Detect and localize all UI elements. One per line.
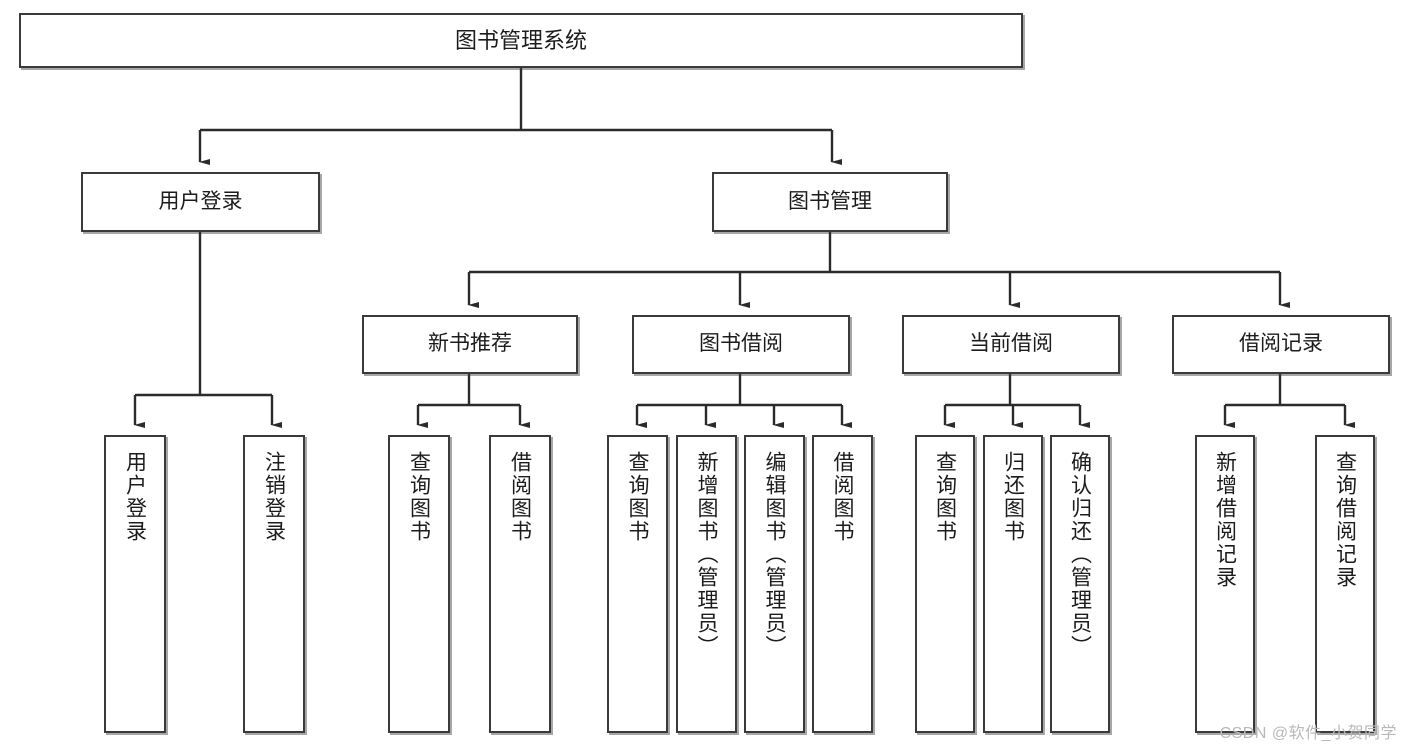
node-label: 确认归还（管理员） <box>1068 451 1092 658</box>
node-label: 新增图书（管理员） <box>695 451 718 658</box>
node-label: 用户登录 <box>123 451 147 543</box>
node-borrow-record[interactable]: 借阅记录 <box>1172 315 1390 374</box>
leaf-user-login[interactable]: 用户登录 <box>104 435 166 733</box>
node-label: 当前借阅 <box>969 332 1053 356</box>
node-label: 借阅图书 <box>831 451 854 543</box>
node-label: 借阅记录 <box>1239 332 1323 356</box>
node-label: 注销登录 <box>262 451 286 543</box>
node-label: 查询图书 <box>407 451 431 543</box>
node-label: 查询借阅记录 <box>1333 451 1357 589</box>
leaf-query-book-newbook[interactable]: 查询图书 <box>388 435 450 733</box>
leaf-query-book-current[interactable]: 查询图书 <box>915 435 975 733</box>
leaf-confirm-return-admin[interactable]: 确认归还（管理员） <box>1050 435 1110 733</box>
node-label: 新增借阅记录 <box>1213 451 1237 589</box>
leaf-edit-book-admin[interactable]: 编辑图书（管理员） <box>744 435 805 733</box>
node-current-borrow[interactable]: 当前借阅 <box>902 315 1120 374</box>
leaf-query-book-borrow[interactable]: 查询图书 <box>607 435 668 733</box>
leaf-add-book-admin[interactable]: 新增图书（管理员） <box>676 435 737 733</box>
leaf-borrow-book[interactable]: 借阅图书 <box>812 435 873 733</box>
node-label: 用户登录 <box>158 189 243 213</box>
node-label: 图书管理系统 <box>454 27 587 53</box>
node-label: 编辑图书（管理员） <box>763 451 786 658</box>
node-label: 新书推荐 <box>428 332 512 356</box>
node-new-book-recommend[interactable]: 新书推荐 <box>362 315 578 374</box>
node-label: 借阅图书 <box>508 451 532 543</box>
node-label: 图书借阅 <box>699 332 783 356</box>
leaf-return-book[interactable]: 归还图书 <box>983 435 1043 733</box>
node-label: 查询图书 <box>933 451 957 543</box>
node-label: 图书管理 <box>788 189 872 213</box>
node-book-management-system[interactable]: 图书管理系统 <box>19 13 1023 68</box>
node-user-login[interactable]: 用户登录 <box>81 172 320 232</box>
leaf-add-borrow-record[interactable]: 新增借阅记录 <box>1195 435 1255 733</box>
leaf-logout[interactable]: 注销登录 <box>243 435 305 733</box>
leaf-query-borrow-record[interactable]: 查询借阅记录 <box>1315 435 1375 733</box>
csdn-watermark: CSDN @软件_小贺同学 <box>1219 725 1397 742</box>
node-label: 归还图书 <box>1001 451 1025 543</box>
node-book-borrow[interactable]: 图书借阅 <box>632 315 850 374</box>
leaf-borrow-book-newbook[interactable]: 借阅图书 <box>489 435 551 733</box>
node-book-management[interactable]: 图书管理 <box>712 172 948 232</box>
node-label: 查询图书 <box>626 451 649 543</box>
